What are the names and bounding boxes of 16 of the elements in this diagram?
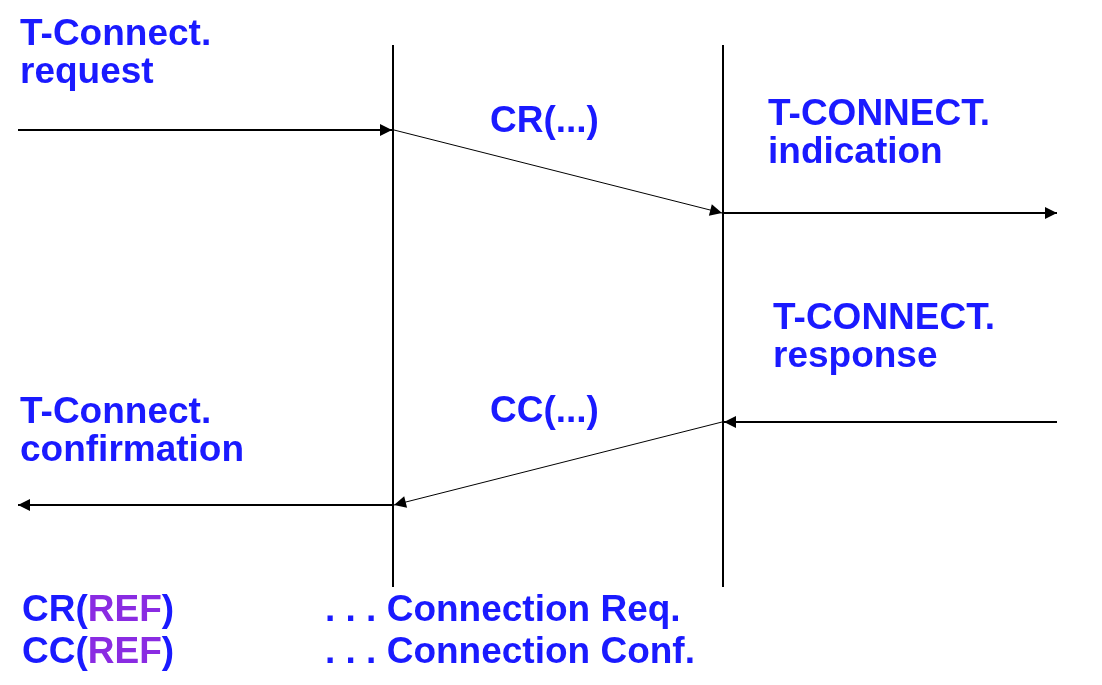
primitive-label: CC(REF) xyxy=(22,632,176,670)
arrow xyxy=(393,129,723,216)
primitive-label: . . . Connection Req. xyxy=(325,590,682,628)
primitive-label: T-Connect. request xyxy=(20,14,213,90)
primitive-label: T-CONNECT. indication xyxy=(768,94,991,170)
timeline-bar xyxy=(392,45,394,587)
arrow xyxy=(723,207,1058,219)
arrow xyxy=(17,499,393,511)
arrow xyxy=(723,416,1058,428)
primitive-label: . . . Connection Conf. xyxy=(325,632,696,670)
timeline-bar xyxy=(722,45,724,587)
arrow xyxy=(393,421,723,508)
arrow xyxy=(17,124,393,136)
primitive-label: T-Connect. confirmation xyxy=(20,392,246,468)
primitive-label: CR(REF) xyxy=(22,590,176,628)
primitive-label: T-CONNECT. response xyxy=(773,298,996,374)
